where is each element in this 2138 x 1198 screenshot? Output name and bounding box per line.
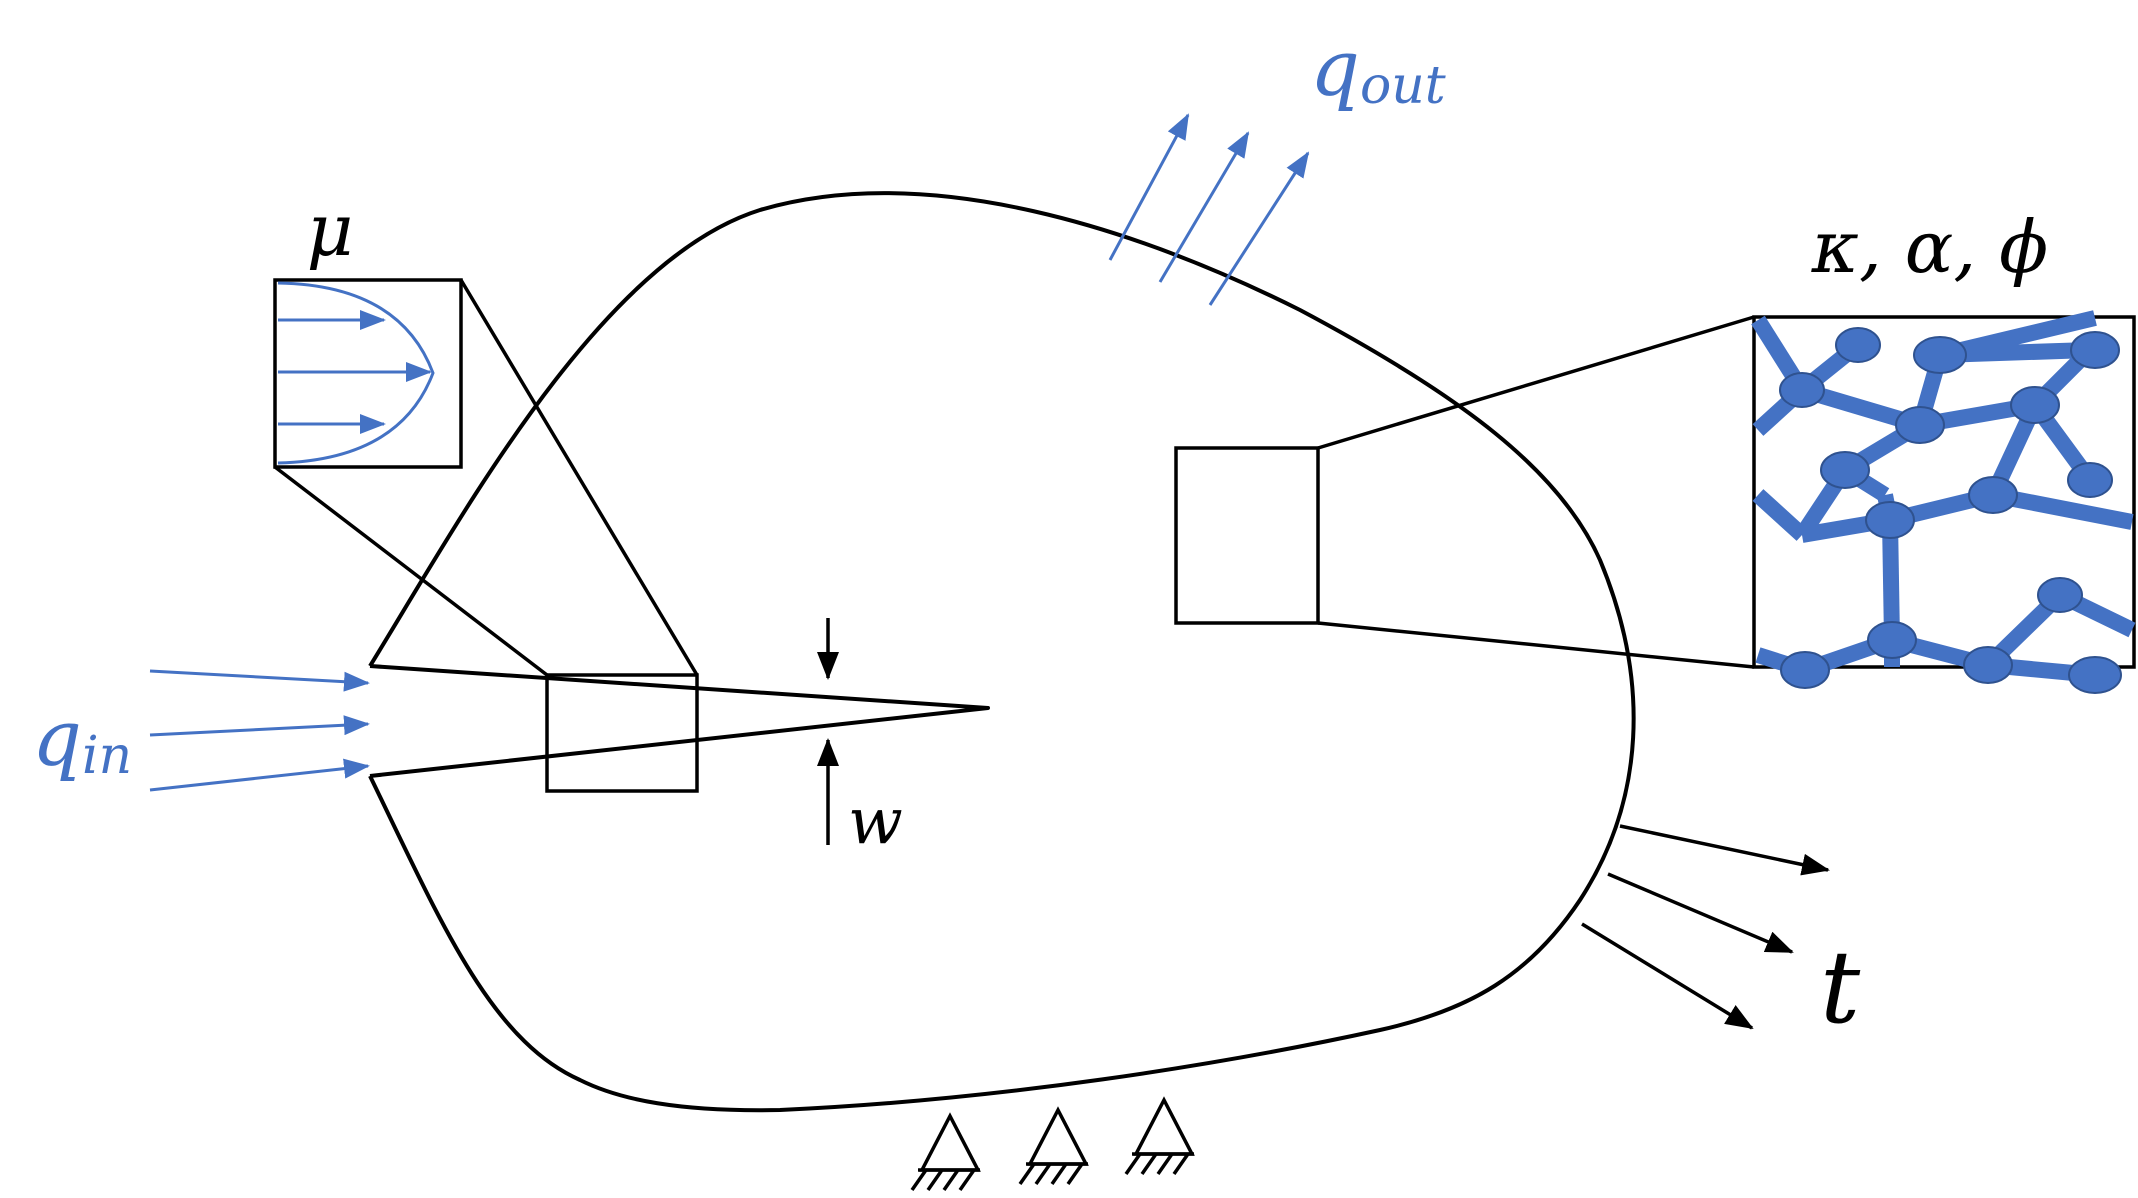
fracture [369,664,990,778]
velocity-profile-inset [273,278,463,469]
fracture-zoom-box [545,673,699,793]
inflow-arrows [149,669,370,792]
viscosity-label: μ [307,188,354,272]
traction-arrows [1581,824,1830,1030]
material-zoom-line-top [1317,315,1755,450]
zoom-line-right [459,279,699,676]
parabolic-velocity-profile-icon [277,281,435,465]
support-1 [910,1112,981,1192]
material-zoom-box [1174,446,1320,625]
traction-label: t [1820,929,1861,1046]
support-2 [1018,1106,1089,1186]
outflow-arrows [1108,113,1310,306]
support-3 [1124,1096,1195,1176]
aperture-label: w [848,785,903,859]
pore-network-icon [1751,310,2136,694]
domain-boundary [368,191,1636,1113]
pinned-support-icon [910,1096,1195,1192]
material-parameters-label: κ, α, ϕ [1811,205,2048,289]
velocity-inset-frame [273,278,463,469]
outflow-label: qout [1310,24,1446,116]
network-nodes [1779,327,2122,694]
material-zoom-line-bottom [1317,621,1755,669]
zoom-line-left [273,465,549,677]
inflow-label: qin [32,694,132,786]
